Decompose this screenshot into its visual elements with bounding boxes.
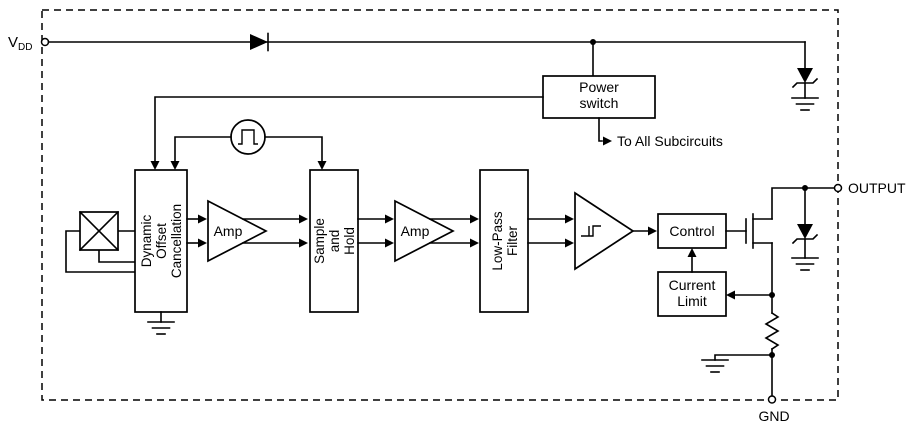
hall-wrap-wire-outer	[65, 230, 136, 273]
ground-icon	[147, 311, 175, 335]
low-pass-filter-box	[479, 169, 529, 313]
zener-anode	[797, 68, 813, 83]
hall-wrap-wire-inner	[98, 249, 136, 263]
dynamic-offset-cancellation-label: DynamicOffsetCancellation	[139, 204, 184, 278]
amp2-triangle	[394, 199, 455, 263]
wire	[714, 354, 773, 361]
sample-and-hold-box	[309, 169, 359, 313]
hysteresis-glyph	[581, 225, 601, 237]
gnd-pin	[767, 395, 777, 404]
vdd-pin	[40, 37, 50, 47]
vdd-label: VDD	[8, 34, 32, 53]
arrowhead	[385, 238, 394, 248]
arrowhead	[565, 214, 574, 224]
arrowhead	[470, 214, 479, 224]
schmitt-triangle	[574, 191, 635, 271]
current-limit-box	[657, 271, 727, 317]
gnd-label: GND	[758, 408, 789, 424]
arrowhead	[385, 214, 394, 224]
zener-diode-output-icon	[791, 187, 819, 259]
hall-element-icon	[65, 210, 136, 273]
amp1-label: Amp	[214, 223, 243, 239]
control-label: Control	[669, 223, 714, 239]
output-label: OUTPUT	[848, 180, 906, 196]
output-wire	[771, 187, 835, 220]
diode-anode	[250, 34, 268, 50]
amp2-label: Amp	[401, 223, 430, 239]
schmitt-trigger-icon	[574, 191, 635, 271]
zener-anode	[797, 224, 813, 239]
arrowhead	[198, 238, 207, 248]
output-pin	[833, 183, 843, 193]
arrowhead	[198, 214, 207, 224]
arrowhead	[170, 161, 180, 170]
dynamic-offset-cancellation-box	[134, 169, 188, 313]
zener-diode-top-icon	[791, 41, 819, 99]
arrowhead	[565, 238, 574, 248]
arrowhead	[603, 136, 612, 146]
amp1-triangle	[207, 199, 268, 263]
wire	[264, 136, 323, 163]
arrowhead	[317, 161, 327, 170]
ground-icon	[791, 257, 819, 271]
arrowhead	[726, 290, 735, 300]
wire	[174, 136, 232, 163]
clock-oscillator-icon	[230, 119, 266, 155]
arrowhead	[150, 161, 160, 170]
hall-cross	[78, 210, 120, 252]
clock-circle	[230, 119, 266, 155]
low-pass-filter-label: Low-PassFilter	[490, 211, 520, 271]
arrowhead	[648, 226, 657, 236]
resistor-icon	[764, 311, 780, 351]
series-diode-icon	[250, 32, 269, 52]
wire	[598, 117, 603, 142]
arrowhead	[687, 248, 697, 257]
ic-boundary	[41, 9, 839, 401]
arrowhead	[299, 214, 308, 224]
wire	[154, 96, 544, 163]
ground-icon	[701, 359, 729, 373]
mosfet-icon	[745, 213, 773, 249]
to-all-subcircuits-label: To All Subcircuits	[617, 133, 723, 149]
arrowhead	[470, 238, 479, 248]
clock-waveform	[238, 129, 258, 145]
arrowhead	[299, 238, 308, 248]
sample-and-hold-label: SampleandHold	[312, 218, 357, 264]
ground-icon	[791, 97, 819, 111]
